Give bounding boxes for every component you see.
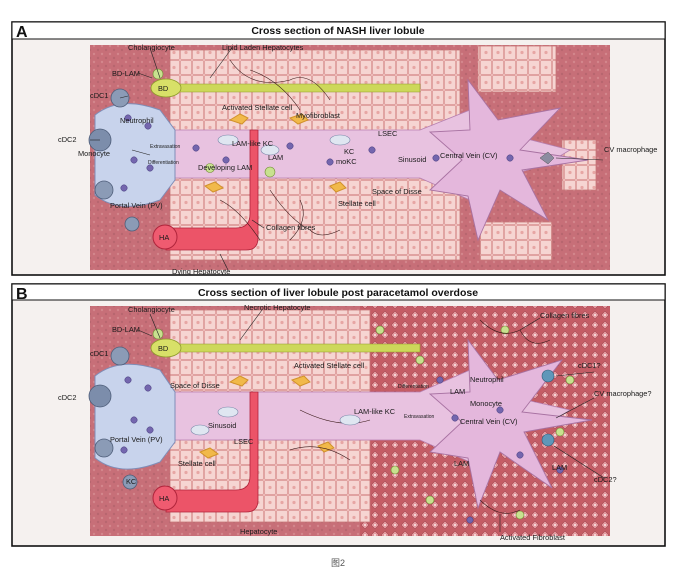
bd-label: BD	[158, 84, 168, 93]
b-central-vein-label: Central Vein (CV)	[460, 417, 518, 426]
b-space-of-disse-label: Space of Disse	[170, 381, 220, 390]
a-central-vein-label: Central Vein (CV)	[440, 151, 498, 160]
b-bile-duct	[151, 343, 421, 353]
b-cdc1-label: cDC1	[90, 349, 108, 358]
a-cv-macrophage-label: CV macrophage	[604, 145, 657, 154]
a-monocyte-label: Monocyte	[78, 149, 110, 158]
b-collagen-label: Collagen fibres	[540, 311, 590, 320]
b-extravasation-label: Extravasation	[404, 414, 435, 420]
a-cdc1-label: cDC1	[90, 91, 108, 100]
b-neutrophils	[152, 325, 575, 520]
a-stellate-cell-label: Stellate cell	[338, 199, 376, 208]
b-activated-fibroblast-label: Activated Fibroblast	[500, 533, 565, 542]
a-developing-lam-label: Developing LAM	[198, 163, 252, 172]
b-necrotic-label: Necrotic Hepatocyte	[244, 303, 311, 312]
b-cdc2-label: cDC2	[58, 393, 76, 402]
panel-b-title: Cross section of liver lobule post parac…	[198, 287, 478, 299]
a-bd-lam-label: BD-LAM	[112, 69, 140, 78]
b-monocytes	[120, 376, 564, 524]
b-bd-lam-label: BD-LAM	[112, 325, 140, 334]
a-mokc-label: moKC	[336, 157, 357, 166]
b-sinusoid-label: Sinusoid	[208, 421, 236, 430]
monocytes	[120, 114, 514, 192]
figure-caption: 图2	[331, 558, 345, 568]
a-dying-label: Dying Hepatocyte	[172, 267, 230, 276]
collagen-fibres	[219, 59, 341, 241]
panel-b-letter: B	[16, 286, 28, 303]
b-lam-like-kc-label: LAM-like KC	[354, 407, 396, 416]
hepatocyte-row-bottom	[169, 177, 461, 261]
hepatocyte-cluster-right-bottom	[479, 221, 553, 261]
macrophages	[217, 134, 351, 156]
hepatocyte-cluster-right-side	[561, 139, 597, 191]
a-activated-stellate-label: Activated Stellate cell	[222, 103, 293, 112]
b-bd-label: BD	[158, 344, 168, 353]
b-portal-vein	[94, 363, 176, 470]
b-monocyte-label: Monocyte	[470, 399, 502, 408]
a-neutrophil-label: Neutrophil	[120, 116, 154, 125]
b-differentiation-label: Differentiation	[398, 384, 429, 390]
a-extravasation-label: Extravasation	[150, 144, 181, 150]
a-collagen-label: Collagen fibres	[266, 223, 316, 232]
b-collagen-fibres	[289, 319, 551, 514]
b-stellate-cells	[198, 375, 335, 459]
a-kc-label: KC	[344, 147, 355, 156]
stellate-cells	[203, 113, 347, 193]
panel-b-leaders	[137, 309, 605, 532]
panel-a: A Cross section of NASH liver lobule BD …	[11, 21, 666, 276]
b-lsec-label: LSEC	[234, 437, 254, 446]
b-lam2-label: LAM	[454, 459, 469, 468]
a-sinusoid-label: Sinusoid	[398, 155, 426, 164]
b-kc-label: KC	[126, 477, 137, 486]
b-lam3-label: LAM	[552, 463, 567, 472]
a-differentiation-label: Differentiation	[148, 160, 179, 166]
ha-label: HA	[159, 233, 169, 242]
b-cv-macrophage-label: CV macrophage?	[594, 389, 652, 398]
b-dc-cells-left	[88, 346, 138, 490]
hepatocyte-cluster-right-top	[477, 45, 557, 93]
b-neutrophil-label: Neutrophil	[470, 375, 504, 384]
a-lam-like-kc-label: LAM-like KC	[232, 139, 274, 148]
panel-a-leaders	[90, 47, 604, 271]
b-ha-label: HA	[159, 494, 169, 503]
b-hepatocyte-label: Hepatocyte	[240, 527, 277, 536]
a-space-of-disse-label: Space of Disse	[372, 187, 422, 196]
a-lipid-laden-label: Lipid Laden Hepatocytes	[222, 43, 304, 52]
b-portal-vein-label: Portal Vein (PV)	[110, 435, 163, 444]
b-lam-label: LAM	[450, 387, 465, 396]
b-activated-stellate-label: Activated Stellate cell	[294, 361, 365, 370]
b-cdc2q-label: cDC2?	[594, 475, 617, 484]
b-cholangiocyte-label: Cholangiocyte	[128, 305, 175, 314]
a-lam-label: LAM	[268, 153, 283, 162]
panel-b: B Cross section of liver lobule post par…	[11, 283, 666, 547]
a-cdc2-label: cDC2	[58, 135, 76, 144]
panel-a-title: Cross section of NASH liver lobule	[251, 25, 424, 37]
a-portal-vein-label: Portal Vein (PV)	[110, 201, 163, 210]
bile-duct	[151, 83, 421, 93]
a-myofibroblast-label: Myofibroblast	[296, 111, 340, 120]
a-cholangiocyte-label: Cholangiocyte	[128, 43, 175, 52]
b-stellate-cell-label: Stellate cell	[178, 459, 216, 468]
panel-a-letter: A	[16, 24, 28, 41]
b-cdc1q-label: cDC1?	[578, 361, 601, 370]
lam-cells	[152, 68, 276, 178]
a-lsec-label: LSEC	[378, 129, 398, 138]
b-macrophages	[190, 406, 361, 436]
